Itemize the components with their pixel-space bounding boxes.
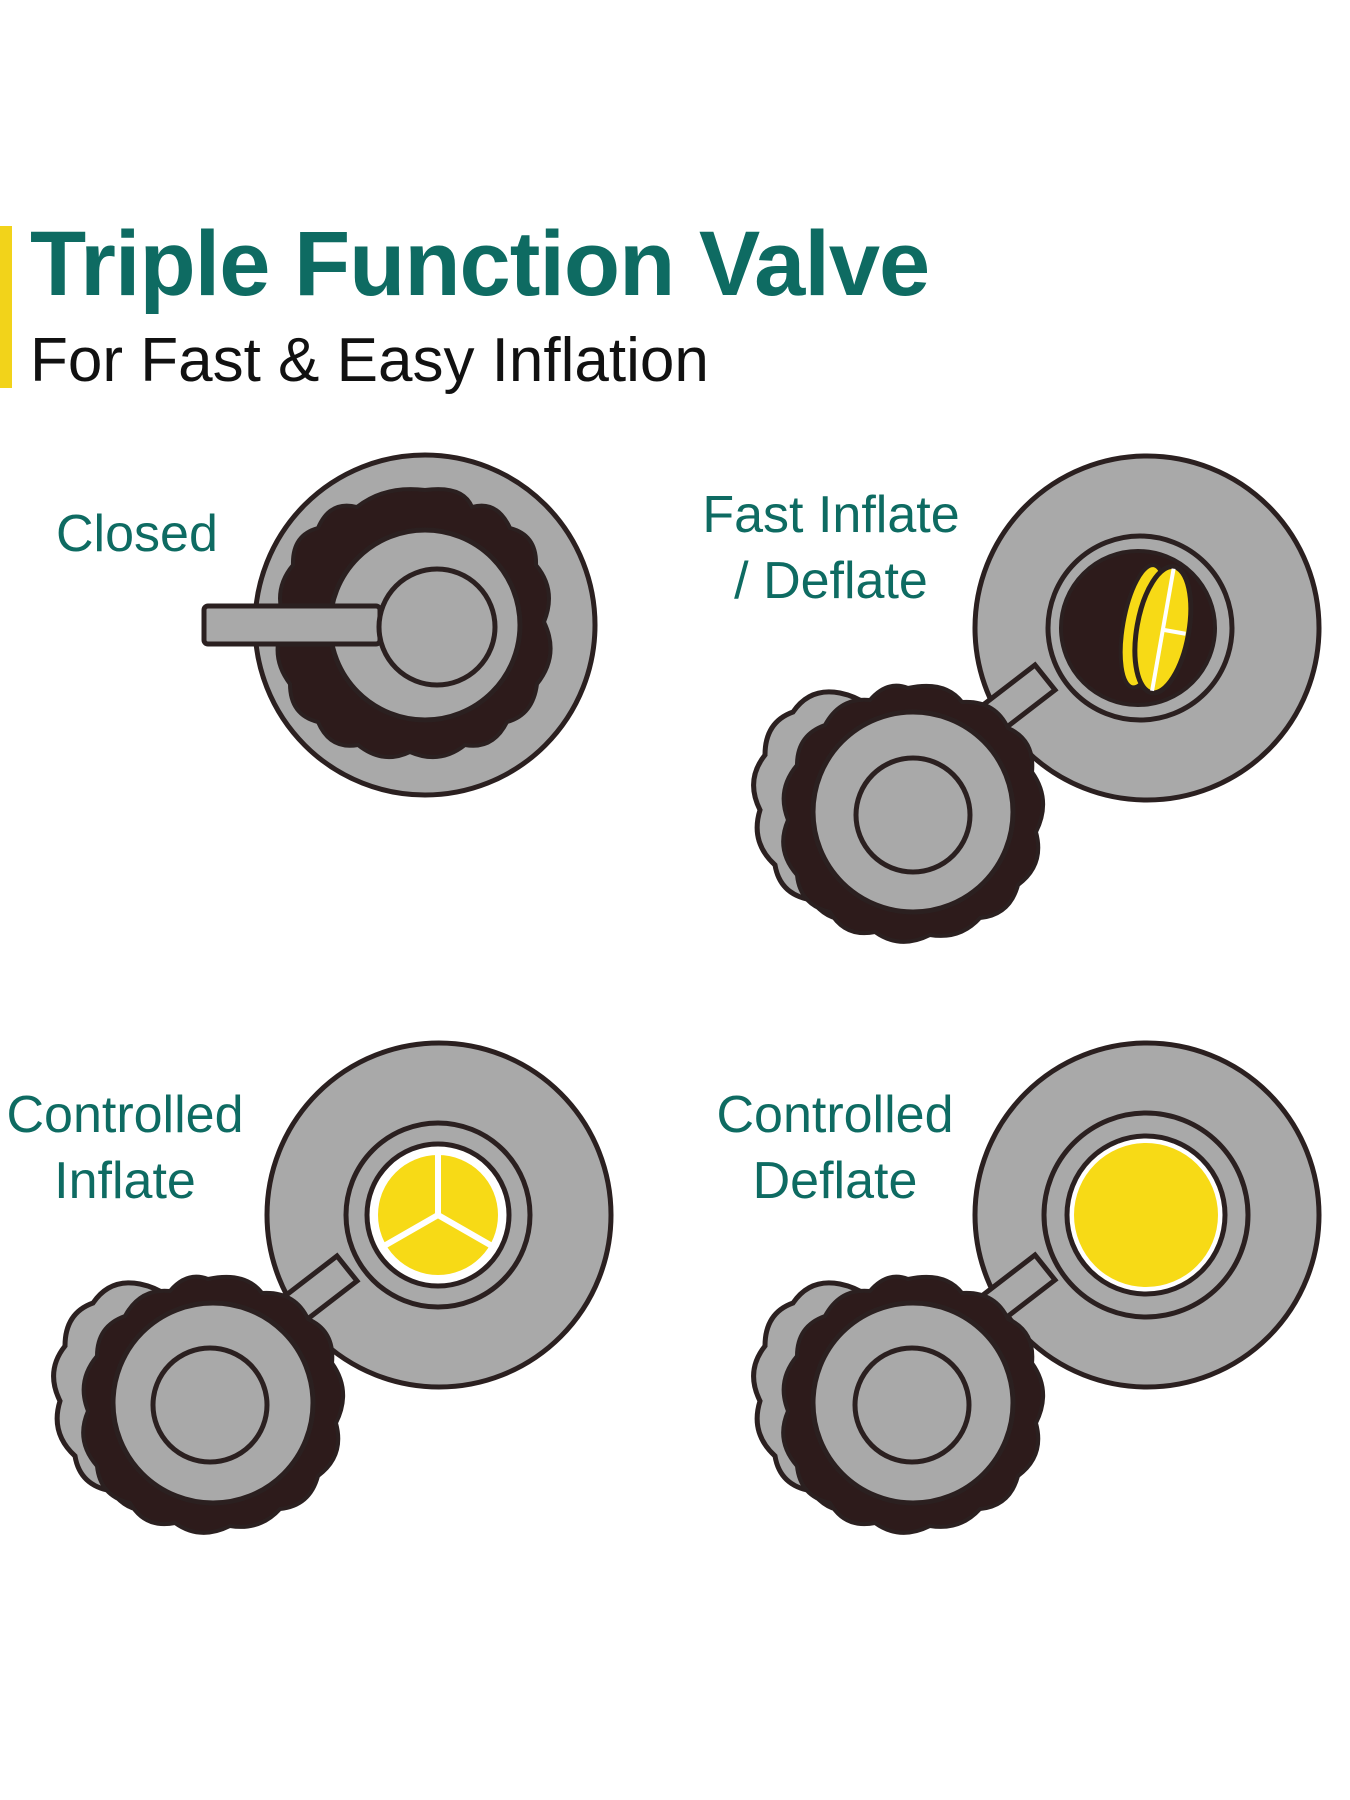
label-fast-inflate-deflate: Fast Inflate / Deflate xyxy=(700,482,962,614)
cap-center-circle xyxy=(852,1345,972,1465)
cap-center-circle xyxy=(150,1345,270,1465)
cap-center-circle xyxy=(376,566,498,688)
three-way-valve-icon xyxy=(378,1153,498,1275)
cap-center-circle xyxy=(853,755,973,875)
valve-fast-inflate-deflate xyxy=(751,453,1322,944)
solid-valve-disc-icon xyxy=(1074,1143,1218,1287)
valve-closed xyxy=(201,452,598,798)
label-controlled-inflate: Controlled Inflate xyxy=(0,1082,250,1214)
label-fast-line2: / Deflate xyxy=(734,552,928,610)
label-controlled-inflate-line1: Controlled xyxy=(6,1086,244,1144)
valve-controlled-inflate xyxy=(51,1040,614,1535)
accent-bar xyxy=(0,226,12,388)
label-closed: Closed xyxy=(56,501,218,567)
tether-strap xyxy=(201,603,383,647)
label-fast-line1: Fast Inflate xyxy=(702,486,960,544)
label-controlled-inflate-line2: Inflate xyxy=(54,1152,196,1210)
open-flap-icon xyxy=(1118,563,1194,696)
page-title: Triple Function Valve xyxy=(30,213,930,315)
label-closed-line1: Closed xyxy=(56,505,218,563)
label-controlled-deflate: Controlled Deflate xyxy=(705,1082,965,1214)
valve-controlled-deflate xyxy=(751,1040,1322,1535)
page-subtitle: For Fast & Easy Inflation xyxy=(30,326,709,395)
label-controlled-deflate-line1: Controlled xyxy=(716,1086,954,1144)
label-controlled-deflate-line2: Deflate xyxy=(752,1152,918,1210)
